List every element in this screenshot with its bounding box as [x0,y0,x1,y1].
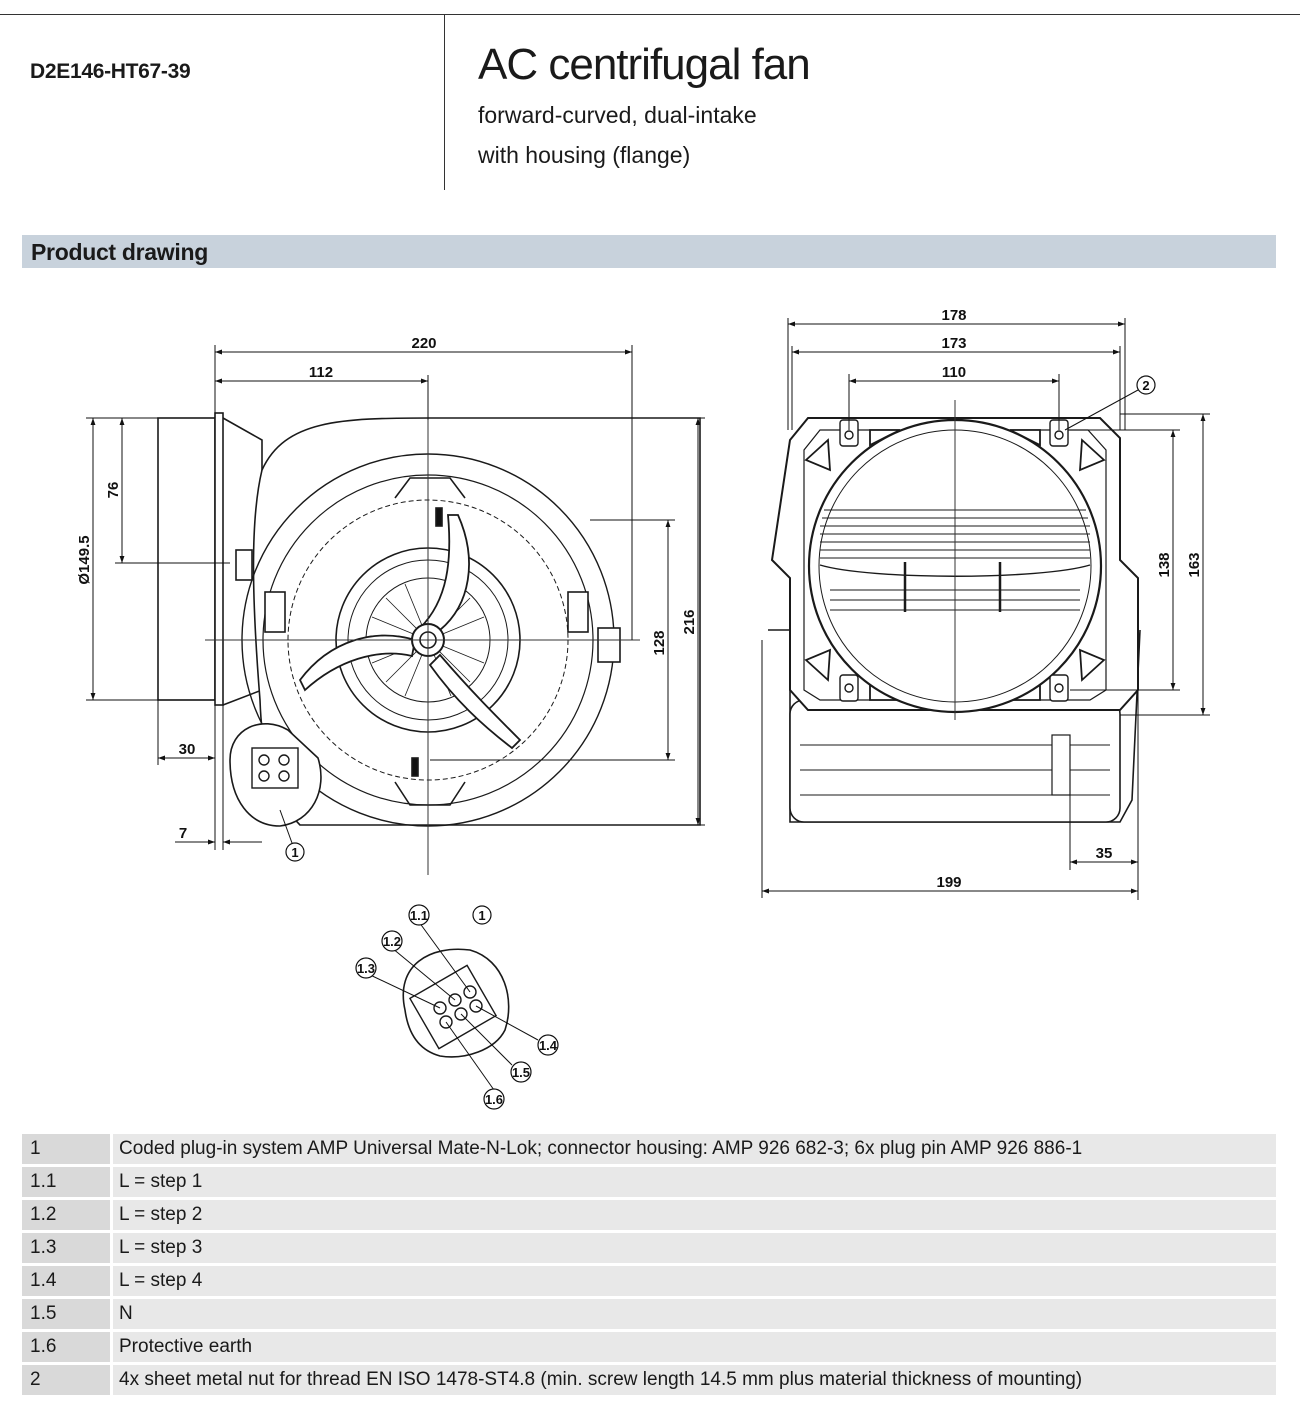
legend-row: 2 4x sheet metal nut for thread EN ISO 1… [22,1365,1276,1395]
legend-key: 1.6 [22,1332,113,1362]
legend-row: 1.2 L = step 2 [22,1200,1276,1230]
dim-216: 216 [681,609,698,634]
side-view [157,412,701,827]
legend-text: Protective earth [113,1332,1276,1362]
dim-30: 30 [179,741,196,758]
dim-178: 178 [941,307,966,324]
callout-1-5: 1.5 [510,1061,532,1083]
dim-35: 35 [1096,845,1113,862]
connector-detail [402,948,510,1058]
dim-diameter-149-5: Ø149.5 [76,535,93,584]
legend-key: 1.1 [22,1167,113,1197]
dim-138: 138 [1156,552,1173,577]
legend-text: 4x sheet metal nut for thread EN ISO 147… [113,1365,1276,1395]
svg-text:1.3: 1.3 [357,961,375,976]
legend-key: 1.4 [22,1266,113,1296]
legend-row: 1.4 L = step 4 [22,1266,1276,1296]
legend-text: L = step 1 [113,1167,1276,1197]
dim-199: 199 [936,874,961,891]
callout-1-4: 1.4 [537,1034,559,1056]
svg-text:1: 1 [478,908,485,923]
dim-173: 173 [941,335,966,352]
svg-text:1.4: 1.4 [539,1038,558,1053]
dim-220: 220 [411,335,436,352]
callout-1-2: 1.2 [381,930,403,952]
legend-key: 1.2 [22,1200,113,1230]
svg-text:1.1: 1.1 [410,908,428,923]
product-drawing: 220 112 76 Ø149.5 128 216 30 7 1 [76,307,1210,1110]
legend-table: 1 Coded plug-in system AMP Universal Mat… [22,1131,1276,1398]
dim-110: 110 [942,364,966,381]
dim-163: 163 [1186,552,1203,577]
dim-112: 112 [309,364,333,381]
legend-key: 1 [22,1134,113,1164]
product-title: AC centrifugal fan [478,40,811,89]
legend-text: L = step 4 [113,1266,1276,1296]
legend-row: 1.1 L = step 1 [22,1167,1276,1197]
svg-text:2: 2 [1142,378,1149,393]
header-top-rule [0,14,1300,15]
svg-text:1.2: 1.2 [383,934,401,949]
svg-text:1: 1 [291,845,298,860]
svg-text:1.5: 1.5 [512,1065,530,1080]
callout-1-6: 1.6 [483,1088,505,1110]
product-subtitle-2: with housing (flange) [478,142,691,168]
dim-76: 76 [105,482,122,499]
legend-key: 2 [22,1365,113,1395]
callout-1-3: 1.3 [355,957,377,979]
callout-1-1: 1.1 [408,904,430,926]
header-divider [444,14,445,190]
legend-row: 1.3 L = step 3 [22,1233,1276,1263]
callout-2-front: 2 [1136,375,1156,395]
legend-text: Coded plug-in system AMP Universal Mate-… [113,1134,1276,1164]
legend-text: N [113,1299,1276,1329]
legend-row: 1.5 N [22,1299,1276,1329]
dim-128: 128 [651,630,668,655]
legend-key: 1.3 [22,1233,113,1263]
dim-7: 7 [179,825,187,842]
callout-1: 1 [472,905,492,925]
model-number: D2E146-HT67-39 [30,60,191,83]
legend-key: 1.5 [22,1299,113,1329]
product-subtitle-1: forward-curved, dual-intake [478,102,757,128]
legend-text: L = step 2 [113,1200,1276,1230]
legend-text: L = step 3 [113,1233,1276,1263]
svg-text:1.6: 1.6 [485,1092,503,1107]
legend-row: 1.6 Protective earth [22,1332,1276,1362]
callout-1-side: 1 [285,842,305,862]
front-view [768,417,1141,823]
legend-row: 1 Coded plug-in system AMP Universal Mat… [22,1134,1276,1164]
section-title: Product drawing [31,239,208,265]
section-header-product-drawing: Product drawing [22,235,1276,268]
